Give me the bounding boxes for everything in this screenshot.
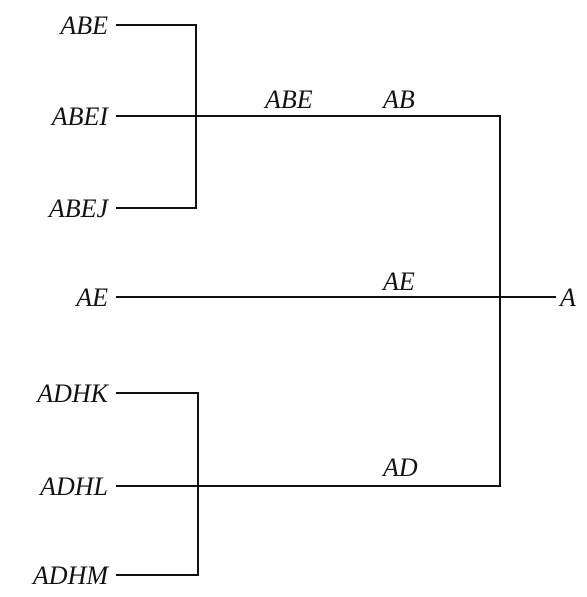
leaf-label-abe: ABE	[58, 11, 108, 40]
root-label: A	[558, 283, 576, 312]
branch-label-abe: ABE	[263, 85, 313, 114]
leaf-label-abej: ABEJ	[47, 194, 110, 223]
leaf-label-abei: ABEI	[50, 102, 110, 131]
leaf-label-ae: AE	[74, 283, 108, 312]
leaf-label-adhm: ADHM	[31, 561, 109, 590]
branch-label-ae: AE	[381, 267, 415, 296]
branch-label-ab: AB	[381, 85, 415, 114]
leaf-label-adhl: ADHL	[38, 472, 108, 501]
branch-label-ad: AD	[381, 453, 418, 482]
leaf-label-adhk: ADHK	[35, 379, 109, 408]
